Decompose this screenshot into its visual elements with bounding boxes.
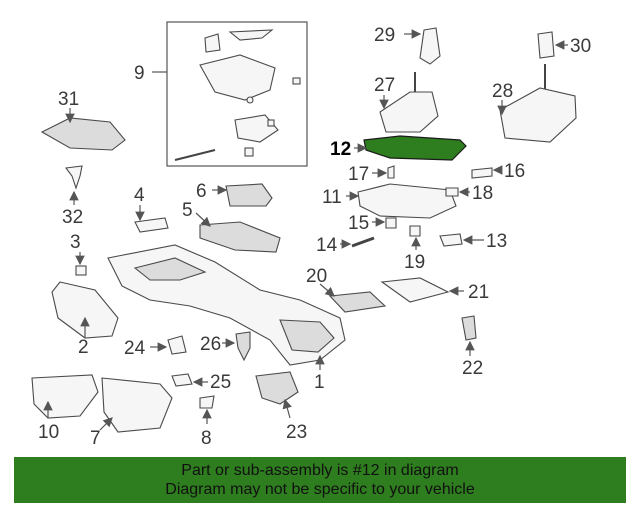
part-26: [235, 331, 251, 362]
part-27: [379, 91, 439, 133]
callout-14: 14: [316, 235, 338, 256]
callout-30: 30: [570, 36, 591, 57]
callout-28: 28: [492, 81, 513, 102]
callout-3: 3: [70, 232, 81, 253]
part-3: [75, 265, 87, 276]
callout-21: 21: [468, 282, 489, 303]
callout-17: 17: [348, 164, 369, 185]
info-banner: Part or sub-assembly is #12 in diagram D…: [14, 457, 626, 503]
part-10: [31, 374, 99, 419]
part-29: [419, 27, 441, 65]
callout-26: 26: [200, 334, 221, 355]
part-14: [351, 236, 375, 248]
callout-11: 11: [322, 187, 342, 208]
callout-15: 15: [348, 213, 369, 234]
part-7: [101, 377, 173, 433]
part-6: [225, 183, 273, 207]
callout-31: 31: [58, 89, 79, 110]
callout-1: 1: [314, 372, 325, 393]
callout-9: 9: [134, 63, 145, 84]
part-4: [134, 217, 169, 233]
part-30: [537, 31, 555, 59]
part-17: [387, 165, 395, 179]
callout-27: 27: [374, 75, 395, 96]
part-22: [461, 315, 477, 341]
callout-4: 4: [134, 185, 145, 206]
part-23: [255, 371, 299, 405]
part-13: [439, 233, 463, 247]
banner-line-1: Part or sub-assembly is #12 in diagram: [181, 462, 459, 479]
callout-32: 32: [62, 207, 83, 228]
part-24: [167, 335, 187, 355]
callout-18: 18: [472, 183, 493, 204]
parts-diagram: 9 31 32 3 2 4 5 6 1 10 7 8 24 25 26 23: [31, 21, 591, 449]
callout-13: 13: [486, 231, 507, 252]
callout-7: 7: [90, 428, 101, 449]
part-5: [199, 221, 281, 253]
callout-19: 19: [404, 252, 425, 273]
callout-8: 8: [201, 428, 212, 449]
callout-6: 6: [196, 181, 207, 202]
callout-29: 29: [374, 25, 395, 46]
callout-5: 5: [182, 200, 193, 221]
part-21: [380, 277, 450, 303]
part-2: [51, 281, 119, 339]
part-28: [499, 87, 577, 143]
callout-24: 24: [124, 338, 146, 359]
part-20: [328, 291, 387, 313]
callout-2: 2: [78, 337, 89, 358]
part-25: [171, 373, 193, 387]
part-19: [409, 225, 421, 237]
part-32: [64, 165, 83, 190]
banner-line-2: Diagram may not be specific to your vehi…: [165, 481, 475, 498]
part-9-group: [166, 21, 308, 167]
part-11: [357, 183, 457, 219]
callout-25: 25: [210, 372, 231, 393]
part-16: [471, 167, 493, 179]
part-8: [199, 395, 215, 409]
callout-12: 12: [330, 139, 351, 160]
part-15: [385, 217, 397, 229]
callout-22: 22: [462, 358, 483, 379]
part-31: [40, 117, 126, 151]
part-12-highlighted: [363, 135, 467, 161]
callout-10: 10: [38, 422, 59, 443]
part-18: [445, 187, 459, 197]
callout-16: 16: [504, 161, 525, 182]
callout-20: 20: [306, 266, 327, 287]
callout-23: 23: [286, 422, 307, 443]
